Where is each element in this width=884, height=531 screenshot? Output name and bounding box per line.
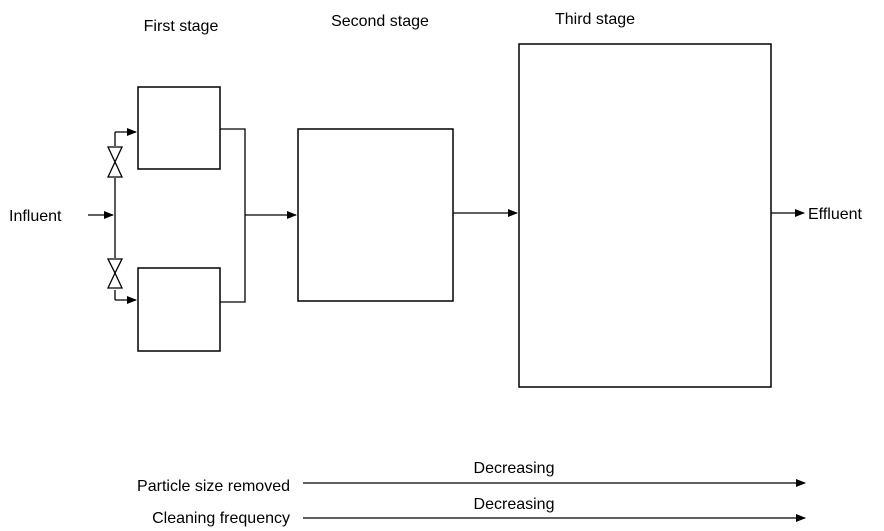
second-stage-title: Second stage [331,13,429,30]
cleaning-frequency-label: Cleaning frequency [152,510,290,527]
cleaning-frequency-direction: Decreasing [474,496,555,513]
effluent-label: Effluent [808,206,863,223]
second-stage-unit [297,128,454,302]
third-stage-unit [518,43,772,388]
first-stage-lower-unit [137,267,221,352]
particle-size-direction: Decreasing [474,460,555,477]
lower-valve-icon [106,258,124,290]
upper-valve-icon [106,146,124,178]
influent-label: Influent [9,208,62,225]
first-stage-upper-unit [137,86,221,170]
third-stage-title: Third stage [555,11,635,28]
particle-size-label: Particle size removed [137,478,290,495]
first-stage-title: First stage [144,18,219,35]
first-stage-collector [220,128,246,303]
